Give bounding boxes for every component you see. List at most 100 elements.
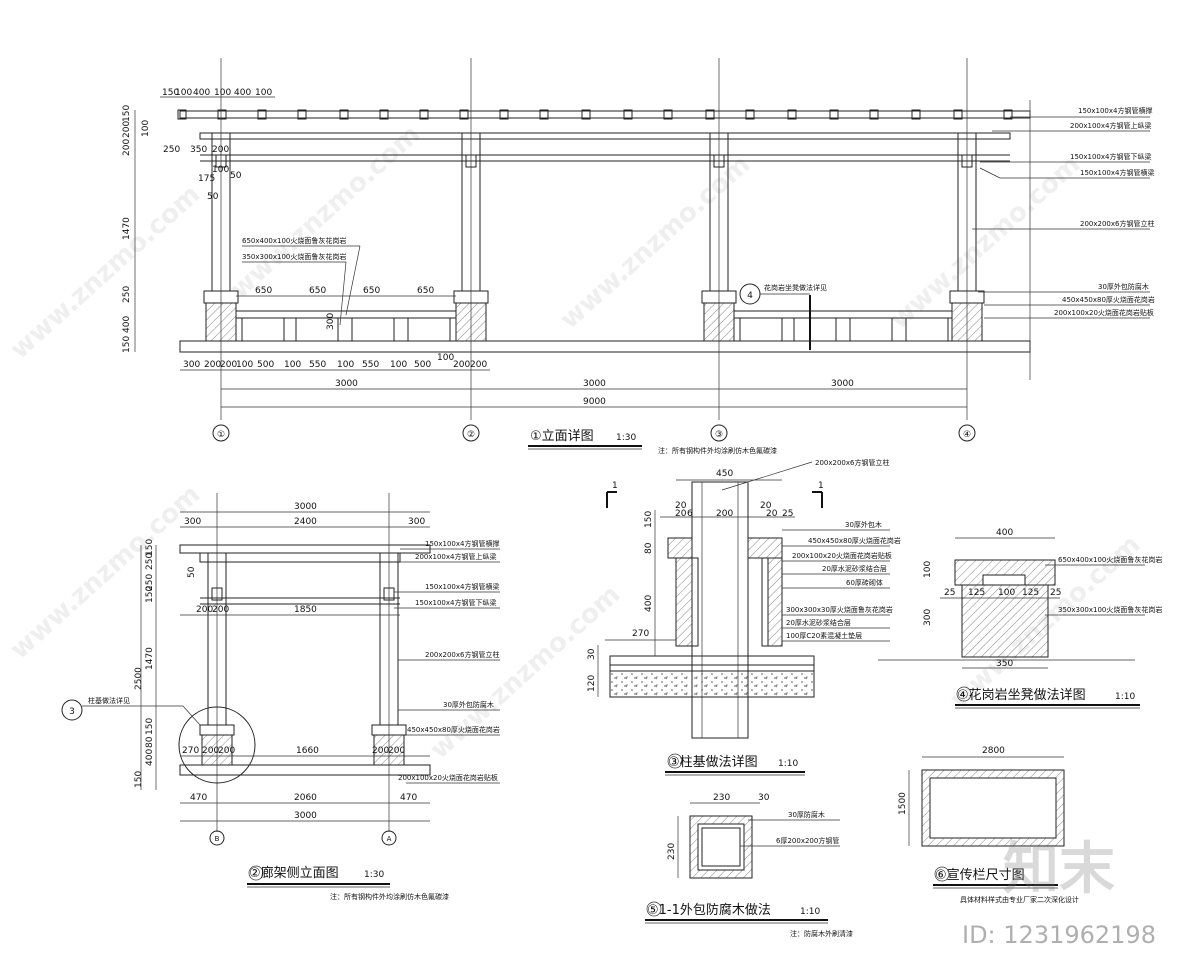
- svg-text:20: 20: [675, 501, 687, 511]
- svg-text:200: 200: [220, 360, 237, 370]
- brand-watermark: 知末: [1003, 837, 1115, 902]
- watermark-site-4: www.znzmo.com: [885, 149, 1087, 335]
- wood-title: ⑤1-1外包防腐木做法: [647, 902, 771, 918]
- svg-text:650: 650: [363, 286, 380, 296]
- base-top-dims: 20 20 6 200 20 20 25: [675, 501, 793, 519]
- svg-text:450: 450: [716, 469, 733, 479]
- svg-text:200x200x6方钢管立柱: 200x200x6方钢管立柱: [815, 458, 889, 467]
- svg-text:50: 50: [187, 566, 197, 578]
- svg-text:470: 470: [190, 793, 207, 803]
- svg-text:1850: 1850: [294, 605, 317, 615]
- svg-text:3000: 3000: [583, 379, 606, 389]
- svg-text:100: 100: [390, 360, 407, 370]
- base-concrete-bed: [609, 670, 815, 698]
- svg-text:550: 550: [309, 360, 326, 370]
- svg-text:150: 150: [145, 718, 155, 735]
- svg-text:550: 550: [362, 360, 379, 370]
- svg-text:30厚外包防腐木: 30厚外包防腐木: [443, 700, 494, 709]
- elevation-axis-bubbles: ① ② ③ ④: [212, 424, 976, 442]
- base-steel-column: [691, 481, 749, 739]
- svg-text:50: 50: [230, 171, 242, 181]
- cross-brace-blocks: [177, 109, 1013, 120]
- svg-text:470: 470: [400, 793, 417, 803]
- svg-text:300x300x30厚火烧面鲁灰花岗岩: 300x300x30厚火烧面鲁灰花岗岩: [786, 605, 893, 614]
- board-note: 具体材料样式由专业厂家二次深化设计: [960, 895, 1079, 904]
- svg-text:350x300x100火烧面鲁灰花岗岩: 350x300x100火烧面鲁灰花岗岩: [242, 252, 346, 261]
- side-axis-a: A: [387, 835, 392, 843]
- svg-text:200: 200: [372, 746, 389, 756]
- elevation-total-dim: 9000: [583, 397, 606, 407]
- svg-text:2800: 2800: [982, 746, 1005, 756]
- svg-text:100: 100: [255, 88, 272, 98]
- svg-text:100: 100: [236, 360, 253, 370]
- svg-text:100: 100: [437, 353, 454, 363]
- wood-scale: 1:10: [800, 907, 820, 917]
- side-left-dims: 150 250 50 150 250 2500 1470 150 80 400 …: [134, 539, 197, 788]
- svg-text:200x100x20火烧面花岗岩贴板: 200x100x20火烧面花岗岩贴板: [792, 551, 892, 560]
- svg-text:25: 25: [944, 588, 955, 598]
- svg-text:270: 270: [632, 629, 649, 639]
- seat-top-slab: [954, 559, 1056, 586]
- section-mark-right: 1: [818, 481, 824, 491]
- base-title: ③柱基做法详图: [668, 755, 758, 770]
- svg-text:150x100x4方钢管横撑: 150x100x4方钢管横撑: [425, 539, 499, 548]
- svg-text:200: 200: [212, 605, 229, 615]
- svg-text:400: 400: [996, 528, 1013, 538]
- svg-text:300: 300: [408, 517, 425, 527]
- svg-text:450x450x80厚火烧面花岗岩: 450x450x80厚火烧面花岗岩: [407, 725, 500, 734]
- side-right-labels: 150x100x4方钢管横撑 200x100x4方钢管上纵梁 150x100x4…: [394, 539, 500, 784]
- svg-text:200x100x20火烧面花岗岩贴板: 200x100x20火烧面花岗岩贴板: [398, 773, 498, 782]
- svg-text:3000: 3000: [831, 379, 854, 389]
- elevation-left-dims: 150 200 200 1470 250 400 150: [122, 105, 132, 353]
- elevation-left-labels: 650x400x100火烧面鲁灰花岗岩 350x300x100火烧面鲁灰花岗岩: [242, 236, 361, 326]
- svg-text:20: 20: [766, 509, 778, 519]
- watermark-site-2: www.znzmo.com: [225, 119, 427, 305]
- svg-text:400: 400: [234, 88, 251, 98]
- notice-board-detail: 2800 1500 ⑥宣传栏尺寸图 具体材料样式由专业厂家二次深化设计: [898, 746, 1079, 904]
- seat-dims: 25 125 100 125 25: [944, 588, 1061, 598]
- svg-text:200x100x4方钢管上纵梁: 200x100x4方钢管上纵梁: [415, 552, 496, 561]
- svg-text:100: 100: [284, 360, 301, 370]
- svg-text:60厚砖砌体: 60厚砖砌体: [846, 578, 883, 587]
- svg-text:450x450x80厚火烧面花岗岩: 450x450x80厚火烧面花岗岩: [808, 536, 901, 545]
- side-dim-3000-top: 3000: [294, 502, 317, 512]
- svg-text:150: 150: [134, 771, 144, 788]
- board-title: ⑥宣传栏尺寸图: [935, 867, 1025, 883]
- svg-text:100: 100: [923, 561, 933, 578]
- svg-text:200: 200: [122, 121, 132, 138]
- elevation-detail: ① ② ③ ④ 150 100 400 100 400 100 150 200 …: [122, 58, 1155, 455]
- svg-text:200: 200: [716, 509, 733, 519]
- wood-steel-tube: [701, 827, 741, 867]
- svg-text:30: 30: [758, 793, 770, 803]
- svg-text:400: 400: [193, 88, 210, 98]
- svg-text:400: 400: [122, 316, 132, 333]
- svg-text:1470: 1470: [145, 647, 155, 670]
- svg-text:200: 200: [470, 360, 487, 370]
- svg-text:3000: 3000: [335, 379, 358, 389]
- side-base-dims: 270 200 200 1660 200 200: [182, 746, 405, 756]
- svg-text:200: 200: [202, 746, 219, 756]
- svg-text:650x400x100火烧面鲁灰花岗岩: 650x400x100火烧面鲁灰花岗岩: [1058, 555, 1162, 564]
- watermark-site-6: www.znzmo.com: [425, 579, 627, 765]
- elevation-span-dims: 3000 3000 3000: [335, 379, 854, 389]
- svg-text:230: 230: [713, 793, 730, 803]
- svg-text:500: 500: [414, 360, 431, 370]
- svg-text:150: 150: [122, 336, 132, 353]
- wood-labels: 30厚防腐木 6厚200x200方钢管: [740, 810, 840, 847]
- svg-text:150: 150: [122, 105, 132, 122]
- svg-text:6厚200x200方钢管: 6厚200x200方钢管: [776, 836, 839, 845]
- svg-text:500: 500: [257, 360, 274, 370]
- svg-text:650x400x100火烧面鲁灰花岗岩: 650x400x100火烧面鲁灰花岗岩: [242, 236, 346, 245]
- svg-text:400: 400: [145, 749, 155, 766]
- side-upper-beam: [199, 552, 401, 563]
- elevation-right-labels: 150x100x4方钢管横撑 200x100x4方钢管上纵梁 150x100x4…: [972, 106, 1155, 319]
- svg-text:350: 350: [190, 145, 207, 155]
- seat-base-block: [961, 584, 1049, 658]
- svg-text:650: 650: [417, 286, 434, 296]
- svg-text:300: 300: [326, 313, 336, 330]
- column-base-detail: 1 1 450 20 20 6 200 20 20 25 150 80 400 …: [587, 458, 901, 776]
- svg-text:150: 150: [145, 586, 155, 603]
- svg-text:30厚外包木: 30厚外包木: [845, 520, 882, 529]
- base-brick-left: [675, 557, 693, 647]
- side-title: ②廊架侧立面图: [249, 865, 339, 881]
